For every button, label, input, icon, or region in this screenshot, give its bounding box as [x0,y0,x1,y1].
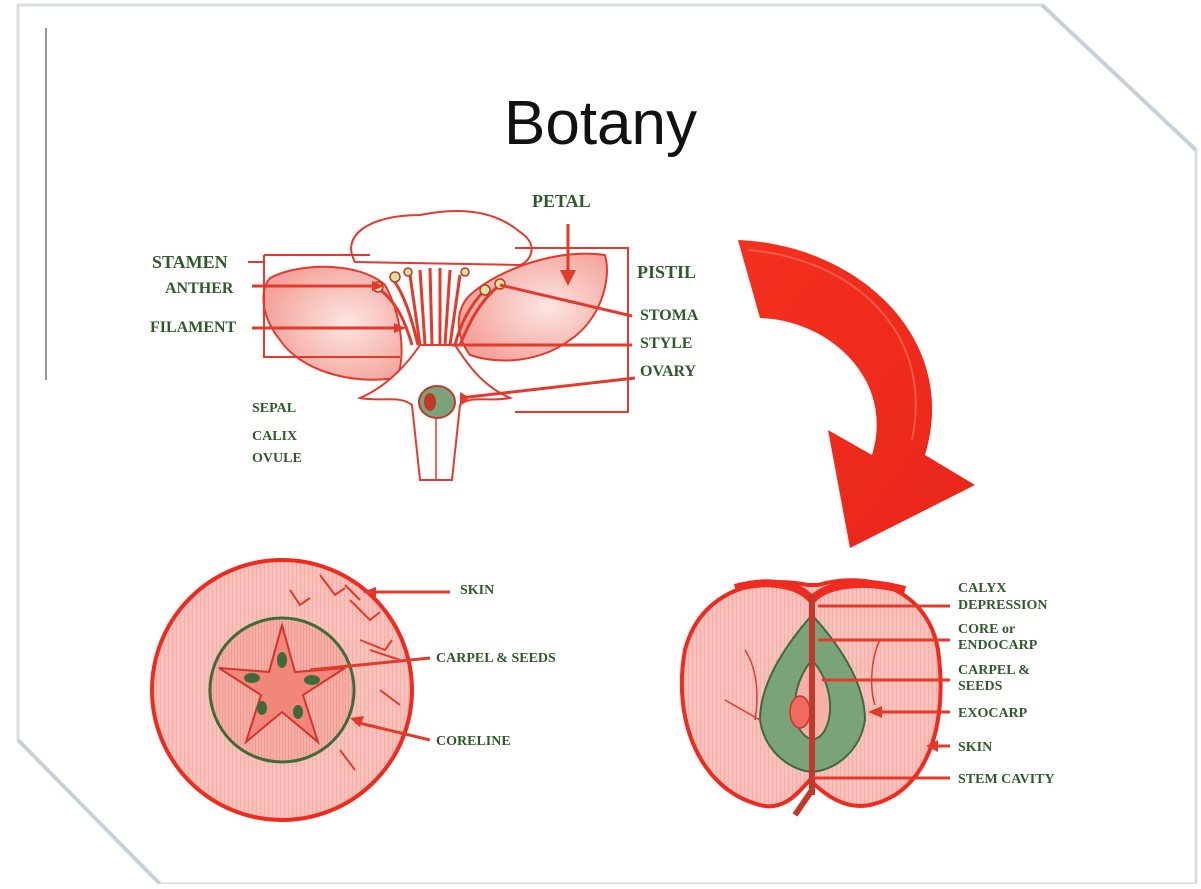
label-core-2: ENDOCARP [958,638,1038,653]
label-carpel-2: SEEDS [958,679,1003,694]
label-stem-cavity: STEM CAVITY [958,772,1055,787]
label-cs-carpel-seeds: CARPEL & SEEDS [436,651,556,666]
label-anther: ANTHER [165,280,234,297]
label-filament: FILAMENT [150,319,237,336]
label-style: STYLE [640,335,692,352]
label-pistil: PISTIL [637,262,696,282]
label-petal: PETAL [532,191,591,211]
label-sepal: SEPAL [252,401,296,416]
label-cs-coreline: CORELINE [436,734,511,749]
label-ovary: OVARY [640,363,696,380]
label-stoma: STOMA [640,307,699,324]
label-ovule: OVULE [252,451,302,466]
label-calyx-1: CALYX [958,581,1007,596]
label-cs-skin: SKIN [460,583,494,598]
label-stamen: STAMEN [152,252,228,272]
label-apple-skin: SKIN [958,740,992,755]
label-exocarp: EXOCARP [958,706,1028,721]
label-carpel-1: CARPEL & [958,663,1030,678]
slide-title: Botany [0,88,1201,159]
label-calix: CALIX [252,429,297,444]
label-calyx-2: DEPRESSION [958,598,1047,613]
label-core-1: CORE or [958,622,1015,637]
